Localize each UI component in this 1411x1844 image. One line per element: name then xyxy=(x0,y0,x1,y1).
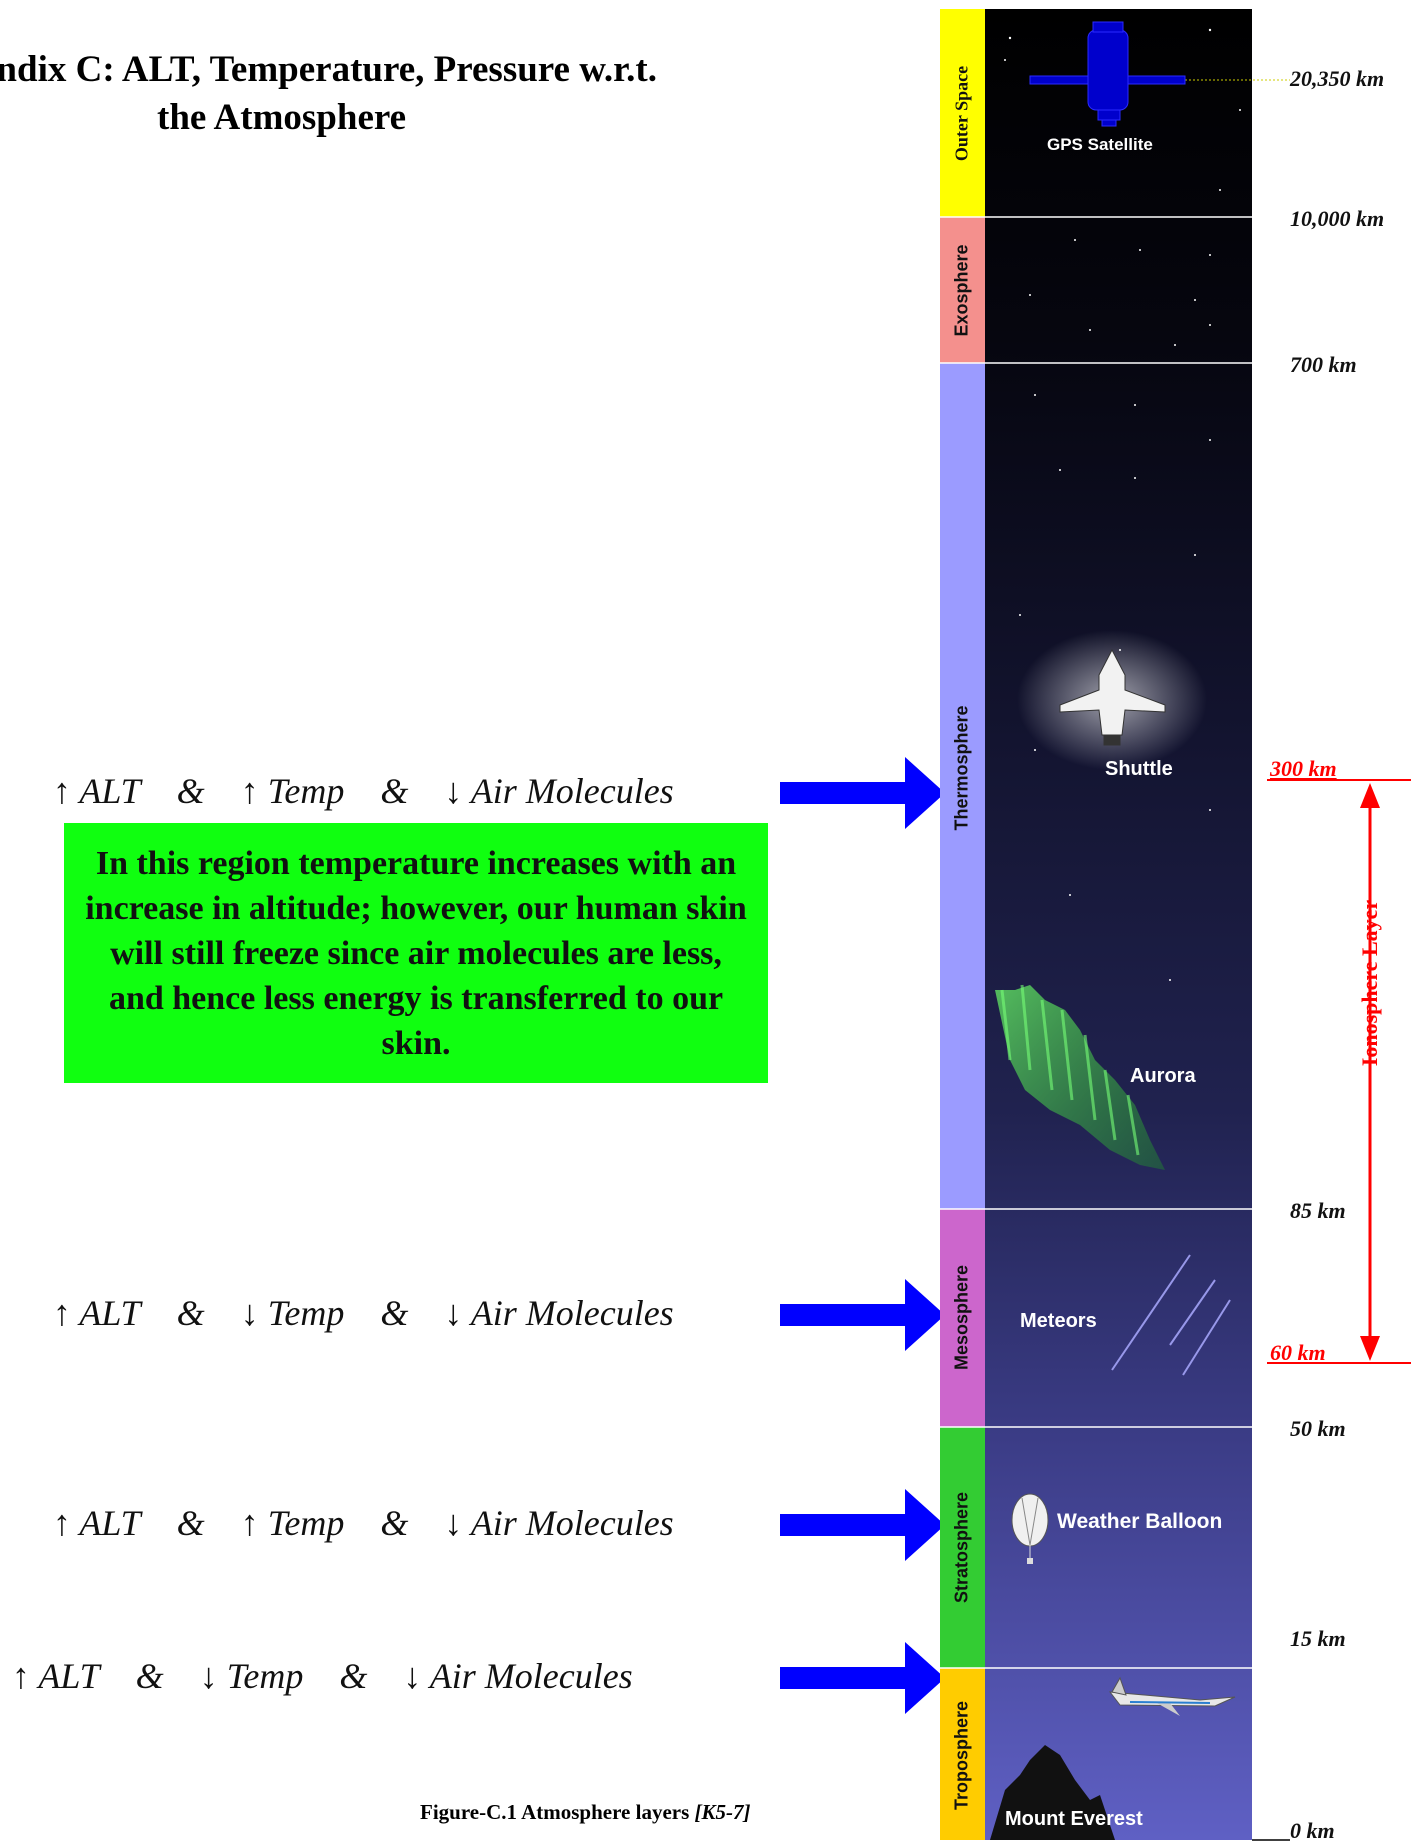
strip-troposphere xyxy=(940,1668,985,1840)
air-text: ↓ Air Molecules xyxy=(444,1293,674,1333)
caption-ref: [K5-7] xyxy=(694,1800,751,1824)
arrow-right-icon xyxy=(780,1279,945,1351)
gps-satellite-label: GPS Satellite xyxy=(1047,135,1153,154)
amp-text: & xyxy=(339,1656,368,1696)
layer-label-outer-space: Outer Space xyxy=(951,65,972,162)
amp-text: & xyxy=(176,1293,205,1333)
annotation-stratosphere: ↑ ALT&↑ Temp&↓ Air Molecules xyxy=(53,1502,674,1544)
layer-label-stratosphere: Stratosphere xyxy=(951,1491,972,1604)
alt-text: ↑ ALT xyxy=(53,1503,141,1543)
airplane-icon xyxy=(1108,1676,1236,1716)
weather-balloon-label: Weather Balloon xyxy=(1057,1510,1223,1533)
caption-text: Figure-C.1 Atmosphere layers xyxy=(420,1800,695,1824)
arrow-right-icon xyxy=(780,757,945,829)
aurora-label: Aurora xyxy=(1130,1065,1196,1087)
temp-text: ↑ Temp xyxy=(240,771,345,811)
satellite-icon xyxy=(1029,21,1186,127)
arrow-right-icon xyxy=(780,1642,945,1714)
annotation-troposphere: ↑ ALT&↓ Temp&↓ Air Molecules xyxy=(12,1655,633,1697)
title-line-1: endix C: ALT, Temperature, Pressure w.r.… xyxy=(0,49,658,90)
air-text: ↓ Air Molecules xyxy=(403,1656,633,1696)
alt-text: ↑ ALT xyxy=(12,1656,100,1696)
strip-thermosphere xyxy=(940,363,985,1209)
shuttle-label: Shuttle xyxy=(1105,758,1173,780)
balloon-icon xyxy=(1011,1493,1049,1564)
strip-outer-space xyxy=(940,9,985,217)
altitude-label: 85 km xyxy=(1290,1198,1346,1223)
layer-label-thermosphere: Thermosphere xyxy=(951,705,972,831)
temp-text: ↑ Temp xyxy=(240,1503,345,1543)
callout-text: In this region temperature increases wit… xyxy=(85,844,747,1062)
arrow-down-icon xyxy=(1360,1336,1380,1361)
temp-text: ↓ Temp xyxy=(199,1656,304,1696)
layer-label-exosphere: Exosphere xyxy=(951,244,972,337)
stars xyxy=(1004,28,1241,981)
thermosphere-callout: In this region temperature increases wit… xyxy=(64,823,768,1083)
mount-everest-label: Mount Everest xyxy=(1005,1808,1143,1830)
layer-label-mesosphere: Mesosphere xyxy=(951,1264,972,1371)
altitude-label-ionosphere-bottom: 60 km xyxy=(1270,1340,1326,1365)
mountain-icon xyxy=(990,1745,1115,1840)
temp-text: ↓ Temp xyxy=(240,1293,345,1333)
amp-text: & xyxy=(380,771,409,811)
amp-text: & xyxy=(135,1656,164,1696)
meteors-label: Meteors xyxy=(1020,1310,1097,1332)
shuttle-icon xyxy=(1059,648,1166,746)
aurora-icon xyxy=(995,984,1165,1170)
air-text: ↓ Air Molecules xyxy=(444,771,674,811)
ionosphere-label: Ionosphere Layer xyxy=(1357,899,1382,1067)
altitude-label: 50 km xyxy=(1290,1416,1346,1441)
amp-text: & xyxy=(380,1503,409,1543)
alt-text: ↑ ALT xyxy=(53,771,141,811)
meteors-icon xyxy=(1111,1254,1231,1376)
figure-caption: Figure-C.1 Atmosphere layers [K5-7] xyxy=(420,1800,751,1825)
strip-mesosphere xyxy=(940,1209,985,1427)
page-title: endix C: ALT, Temperature, Pressure w.r.… xyxy=(0,46,900,142)
annotation-mesosphere: ↑ ALT&↓ Temp&↓ Air Molecules xyxy=(53,1292,674,1334)
ionosphere-bracket xyxy=(1267,779,1411,1364)
atmosphere-column xyxy=(940,9,1252,1840)
annotation-thermosphere: ↑ ALT&↑ Temp&↓ Air Molecules xyxy=(53,770,674,812)
title-line-2: the Atmosphere xyxy=(157,97,407,138)
altitude-label-ionosphere-top: 300 km xyxy=(1270,756,1337,781)
strip-stratosphere xyxy=(940,1427,985,1668)
altitude-label: 700 km xyxy=(1290,352,1357,377)
altitude-label: 20,350 km xyxy=(1290,66,1385,91)
strip-exosphere xyxy=(940,217,985,363)
altitude-label: 0 km xyxy=(1290,1818,1335,1843)
altitude-label: 10,000 km xyxy=(1290,206,1385,231)
alt-text: ↑ ALT xyxy=(53,1293,141,1333)
arrow-up-icon xyxy=(1360,783,1380,808)
boundary-lines xyxy=(940,216,1286,1669)
layer-label-troposphere: Troposphere xyxy=(951,1700,972,1811)
air-text: ↓ Air Molecules xyxy=(444,1503,674,1543)
amp-text: & xyxy=(380,1293,409,1333)
altitude-label: 15 km xyxy=(1290,1626,1346,1651)
amp-text: & xyxy=(176,1503,205,1543)
amp-text: & xyxy=(176,771,205,811)
arrow-right-icon xyxy=(780,1489,945,1561)
